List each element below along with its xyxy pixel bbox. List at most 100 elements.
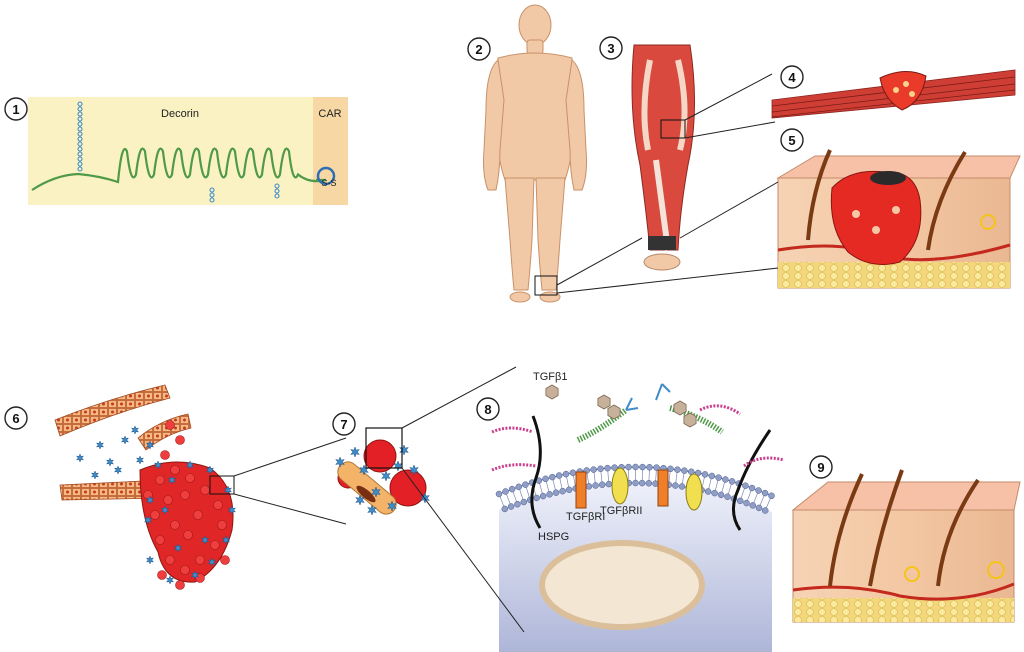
panel-number-5: 5 [780,128,804,152]
decorin-star [371,486,381,498]
decorin-star [409,464,419,476]
cell-nucleus [539,540,705,630]
tumor-cell-dot [165,420,175,430]
connector-line [684,121,776,139]
lipid-head [495,490,503,498]
tgfb1-hexagon [545,384,559,400]
tumor-cell-dot [217,520,227,530]
skin-hair [926,150,967,251]
gag-bead [77,166,83,172]
decorin-core-strand [31,147,327,191]
lipid-head [708,472,716,480]
panel-6-vessel-cluster [54,384,237,590]
tgfb1-hexagon [683,412,697,428]
decorin-star [399,444,409,456]
svg-text:9: 9 [817,460,824,475]
lipid-head [520,498,528,506]
body-ankle-zoom-box [534,275,558,296]
gag-bead [209,187,215,193]
panel-number-9: 9 [809,455,833,479]
lipid-head [542,475,549,483]
tumor-cell-dot [150,510,160,520]
decorin-star [335,456,345,468]
panel-numbers: 1 2 3 4 5 6 7 8 9 [4,36,833,479]
connector-line [556,237,643,286]
leg-ankle-band [648,236,676,250]
skin-fat-layer [793,598,1014,622]
connector-line [233,437,347,477]
tumor-cell-dot [157,570,167,580]
decorin-star [173,543,183,553]
panel-1-decorin-diagram: Decorin CAR S-S [28,97,348,205]
body-torso [493,52,577,181]
lipid-head [639,463,646,471]
lipid-head [701,471,709,478]
decorin-star [387,500,397,512]
lipid-head [590,466,597,473]
lipid-head [748,484,756,492]
fibroblast-nucleus [356,485,376,503]
lipid-head [555,472,563,479]
lipid-head [501,505,509,513]
tumor-cell [872,226,880,234]
lipid-head [717,491,725,499]
skin-hair [806,149,832,241]
tumor-cell-dot [175,435,185,445]
tgfbr1-label: TGFβRI [566,511,605,523]
tumor-cells [143,420,230,590]
tumor-cell-dot [200,485,210,495]
lipid-head [514,500,521,508]
gag-bead [77,101,83,107]
vessel-wall-branch [137,413,192,451]
car-box [313,97,348,205]
lipid-head [728,478,736,485]
tumor-cell-dot [195,555,205,565]
cluster-zoom-box [209,475,235,495]
decorin-star [153,460,163,470]
lipid-head [585,483,593,490]
tgfb1-ligands [545,384,697,428]
decorin-star [221,535,231,545]
tgfbr2-receptor [685,473,703,511]
skin-fat-layer [778,262,1010,288]
lipid-head [722,476,729,483]
decorin-star [190,570,200,580]
panel-9-skin-block-healthy [791,469,1021,623]
skin-hair [828,473,864,587]
connector-line [556,267,779,294]
lipid-head [604,464,611,472]
tumor-cell-dot [155,535,165,545]
panel-number-3: 3 [599,36,623,60]
lipid-head [569,469,577,477]
connector-line [401,467,525,633]
decorin-star [160,505,170,515]
tumor-cell [892,206,900,214]
leg-tendon-lower [653,159,671,251]
decorin-star [227,505,237,515]
decorin-star [367,504,377,516]
connector-line [684,73,773,121]
gag-bead [77,141,83,147]
decorin-molecules [75,425,237,585]
body-neck [526,39,544,55]
lipid-head [638,479,646,487]
lipid-head [715,474,722,481]
tumor-cell-dot [155,475,165,485]
lipid-head [632,463,639,471]
decorin-star [120,435,130,445]
hspg-label: HSPG [538,531,569,543]
skin-gland [980,214,996,230]
gag-y [625,397,639,411]
decorin-star [355,494,365,506]
disulfide-label: S-S [321,178,336,188]
cell-zoom-box [365,427,403,469]
hspg-chain [530,415,542,529]
panel-3-leg-muscles [631,44,696,271]
panel-5-skin-block-tumor [776,149,1021,289]
leg-tendon-left [641,59,653,151]
tumor-cell-large [363,439,397,473]
body-leg-left [504,177,535,291]
gag-bead [77,116,83,122]
gag-bead [209,192,215,198]
